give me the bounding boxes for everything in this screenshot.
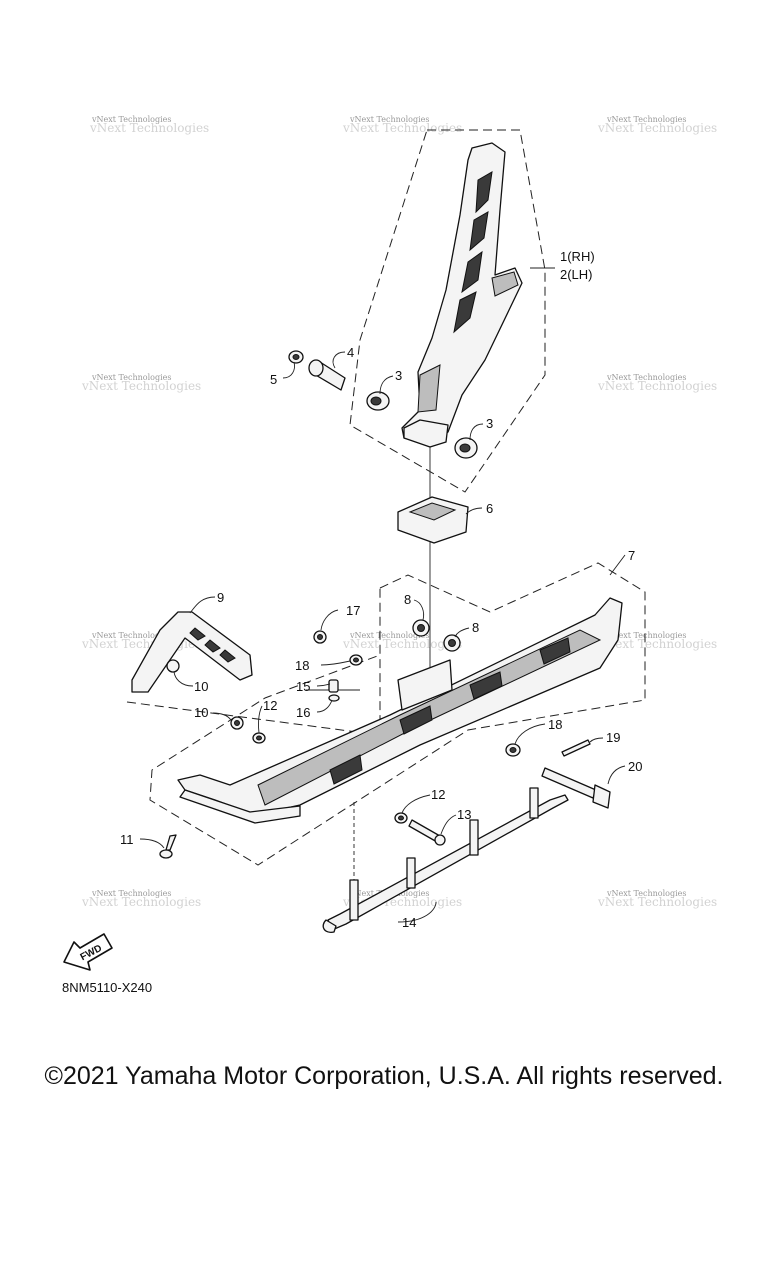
watermark-shadow: vNext Technologies <box>342 637 462 651</box>
watermark-shadow: vNext Technologies <box>597 379 717 393</box>
ski-runner <box>322 787 569 933</box>
bolt-20 <box>541 767 611 809</box>
callout-13: 13 <box>457 807 471 822</box>
callout-17: 17 <box>346 603 360 618</box>
ski-handle <box>131 611 253 693</box>
callout-3-lower: 3 <box>486 416 493 431</box>
nut-17 <box>313 630 327 644</box>
watermark: vNext Technologies <box>91 631 171 640</box>
callout-6: 6 <box>486 501 493 516</box>
callout-16: 16 <box>296 705 310 720</box>
washer-12b <box>394 812 408 824</box>
callout-11: 11 <box>120 832 134 847</box>
callout-2: 2(LH) <box>560 267 593 282</box>
damper-block <box>397 496 469 544</box>
callout-1: 1(RH) <box>560 249 595 264</box>
watermark-shadow: vNext Technologies <box>89 121 209 135</box>
callouts: 1(RH) 2(LH) 4 5 3 3 6 7 9 8 8 17 18 10 1… <box>120 249 642 930</box>
bushing-lower <box>454 437 478 459</box>
watermark: vNext Technologies <box>349 631 429 640</box>
watermark: vNext Technologies <box>91 115 171 124</box>
watermark: vNext Technologies <box>91 889 171 898</box>
watermark-shadow: vNext Technologies <box>597 895 717 909</box>
callout-3-upper: 3 <box>395 368 402 383</box>
washer-18a <box>349 654 363 666</box>
callout-10-lower: 10 <box>194 705 208 720</box>
callout-4: 4 <box>347 345 354 360</box>
callout-12-lower: 12 <box>431 787 445 802</box>
nut-10b <box>230 716 244 730</box>
nut-10a <box>166 659 180 673</box>
parts-diagram: vNext Technologies vNext Technologies vN… <box>62 115 717 995</box>
watermark-shadow: vNext Technologies <box>81 895 201 909</box>
ski-group-outline <box>149 562 646 866</box>
callout-10-upper: 10 <box>194 679 208 694</box>
runner-stud <box>529 787 539 819</box>
washer-5 <box>288 350 304 364</box>
ski <box>177 597 623 824</box>
watermark: vNext Technologies <box>606 631 686 640</box>
runner-stud <box>469 819 479 856</box>
callout-18-lower: 18 <box>548 717 562 732</box>
runner-stud <box>406 857 416 889</box>
callout-9: 9 <box>217 590 224 605</box>
watermark-shadow: vNext Technologies <box>81 379 201 393</box>
callout-12-upper: 12 <box>263 698 277 713</box>
bolt-13 <box>408 819 446 846</box>
washer-18b <box>505 743 521 757</box>
bolt-11 <box>159 834 177 859</box>
collar-15 <box>328 679 339 693</box>
watermark: vNext Technologies <box>606 115 686 124</box>
bushing-upper <box>366 391 390 411</box>
runner-stud <box>349 879 359 921</box>
nut-8b <box>443 634 461 652</box>
watermark-shadow: vNext Technologies <box>597 121 717 135</box>
spindle-group-outline <box>349 129 546 493</box>
cotter-pin <box>561 739 591 757</box>
washer-12a <box>252 732 266 744</box>
callout-7: 7 <box>628 548 635 563</box>
washer-16 <box>328 694 340 702</box>
callout-19: 19 <box>606 730 620 745</box>
copyright-notice: ©2021 Yamaha Motor Corporation, U.S.A. A… <box>44 1062 724 1090</box>
spindle-pin <box>308 359 346 391</box>
watermark-shadow: vNext Technologies <box>342 121 462 135</box>
callout-5: 5 <box>270 372 277 387</box>
callout-8-left: 8 <box>404 592 411 607</box>
callout-8-right: 8 <box>472 620 479 635</box>
watermark: vNext Technologies <box>91 373 171 382</box>
nut-8a <box>412 619 430 637</box>
watermark: vNext Technologies <box>606 889 686 898</box>
fwd-arrow-icon: FWD <box>63 933 113 971</box>
watermark-shadow: vNext Technologies <box>597 637 717 651</box>
watermarks: vNext Technologies vNext Technologies vN… <box>81 115 717 909</box>
steering-spindle <box>401 142 523 448</box>
watermark: vNext Technologies <box>606 373 686 382</box>
callout-14: 14 <box>402 915 416 930</box>
drawing-code: 8NM5110-X240 <box>62 980 152 995</box>
callout-15: 15 <box>296 679 310 694</box>
callout-18-upper: 18 <box>295 658 309 673</box>
watermark: vNext Technologies <box>349 115 429 124</box>
leader-lines <box>139 267 626 923</box>
callout-20: 20 <box>628 759 642 774</box>
